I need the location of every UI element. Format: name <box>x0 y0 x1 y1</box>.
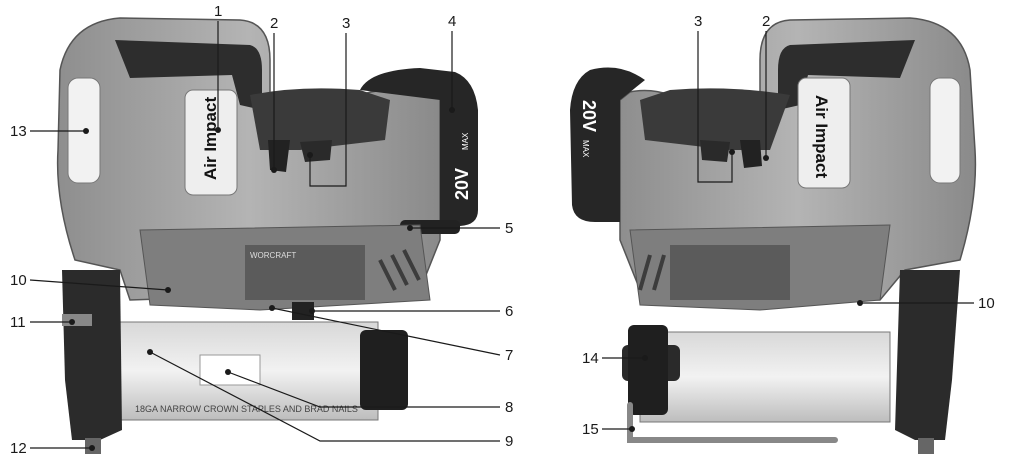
callout-7-label: 7 <box>505 347 513 364</box>
right-contact-tip <box>918 438 934 454</box>
callout-3-label: 3 <box>342 15 350 32</box>
left-callouts: 1 2 3 4 5 6 7 8 9 10 <box>10 3 513 457</box>
callout-9-label: 9 <box>505 433 513 450</box>
left-plate-maker: WORCRAFT <box>250 251 296 260</box>
callout-4-label: 4 <box>448 13 456 30</box>
right-callouts: 3 2 10 14 15 <box>582 13 995 438</box>
right-brand-text: Air Impact <box>812 95 831 178</box>
callout-12-label: 12 <box>10 440 27 457</box>
callout-10-right-label: 10 <box>978 295 995 312</box>
callout-13-label: 13 <box>10 123 27 140</box>
right-magazine-end <box>628 325 668 415</box>
left-handle <box>250 88 390 150</box>
right-magazine <box>639 331 891 423</box>
callout-15-label: 15 <box>582 421 599 438</box>
right-nailer: Air Impact 20V MAX <box>570 17 977 454</box>
right-nose <box>895 270 960 440</box>
left-brand-text: Air Impact <box>201 97 220 180</box>
right-trigger <box>740 140 762 168</box>
callout-8-label: 8 <box>505 399 513 416</box>
left-rear-grip <box>115 40 262 110</box>
callout-11-label: 11 <box>10 314 26 331</box>
callout-2-right-label: 2 <box>762 13 770 30</box>
left-safety-switch <box>300 140 332 162</box>
right-vents <box>638 254 666 291</box>
callout-1-label: 1 <box>214 3 222 20</box>
right-battery <box>570 67 645 223</box>
callout-5-label: 5 <box>505 220 513 237</box>
left-jam-latch <box>62 314 92 326</box>
left-rating-plate <box>245 245 365 300</box>
left-nose <box>62 270 122 440</box>
right-handle <box>640 88 790 150</box>
right-battery-label: 20V <box>579 100 599 132</box>
left-magazine-end <box>360 330 408 410</box>
right-safety-switch <box>700 140 730 162</box>
right-side-label <box>797 77 851 189</box>
callout-10-label: 10 <box>10 272 27 289</box>
left-vents <box>378 249 421 291</box>
left-battery-label: 20V <box>452 168 472 200</box>
right-rating-plate <box>670 245 790 300</box>
left-battery-suffix: MAX <box>461 132 470 150</box>
right-rear-grip <box>778 40 915 110</box>
left-nailer: Air Impact 20V MAX WORCRAFT 18GA NARROW … <box>56 17 478 454</box>
callout-6-label: 6 <box>505 303 513 320</box>
left-magazine-text: 18GA NARROW CROWN STAPLES AND BRAD NAILS <box>135 404 358 414</box>
right-battery-suffix: MAX <box>581 140 590 158</box>
callout-2-label: 2 <box>270 15 278 32</box>
right-hex-key <box>627 402 838 443</box>
callout-14-label: 14 <box>582 350 599 367</box>
right-led-window <box>929 77 961 184</box>
callout-3-right-label: 3 <box>694 13 702 30</box>
left-side-label <box>184 89 238 196</box>
left-battery <box>360 68 478 226</box>
